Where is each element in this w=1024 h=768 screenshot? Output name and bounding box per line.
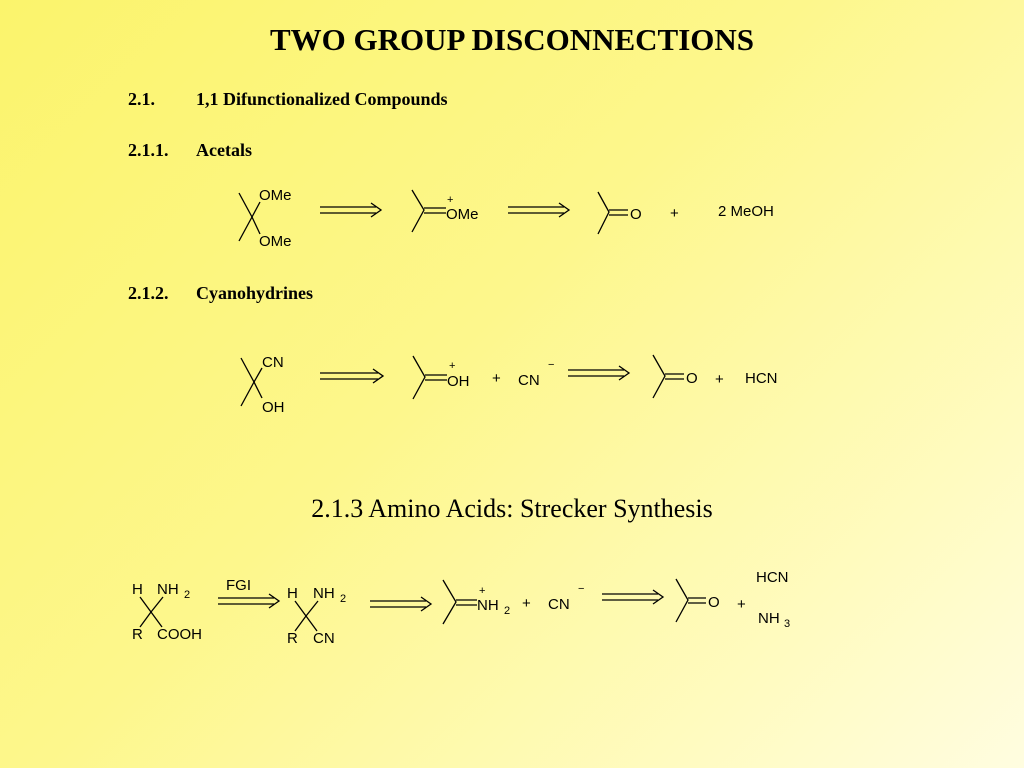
group-nh2: NH [313,585,335,602]
bond [675,578,689,623]
section-label: 1,1 Difunctionalized Compounds [196,89,448,109]
atom-h: H [132,581,143,598]
section-heading-acetals: 2.1.1. Acetals [128,140,428,164]
bond [253,381,263,399]
retro-arrow-icon [568,365,631,381]
atom-r: R [132,626,143,643]
negative-charge: − [578,583,584,595]
bond [652,354,666,399]
carbonyl-compound: O [597,191,642,235]
group-nh2: NH [157,581,179,598]
hydroxy-carbenium-ion: + OH [412,355,470,400]
group-oh: OH [447,373,470,390]
retro-arrow-icon [320,202,383,218]
bond [150,596,164,613]
subscript-2: 2 [504,605,510,617]
substituent-ome-top: OMe [259,187,292,204]
atom-o: O [708,594,720,611]
group-cooh: COOH [157,626,202,643]
section-heading-strecker: 2.1.3 Amino Acids: Strecker Synthesis [311,494,713,523]
aminonitrile-molecule: H NH 2 R CN [287,585,346,647]
bond [139,611,152,628]
substituent-oh: OH [262,399,285,416]
carbonyl-compound: O [652,354,698,399]
plus-sign: + [522,595,531,612]
section-label: Acetals [196,140,252,160]
fgi-label: FGI [226,577,251,594]
bond [442,579,457,625]
subscript-3: 3 [784,618,790,630]
plus-sign: + [715,371,724,388]
bond [251,201,261,218]
bond [238,192,253,218]
section-number: 2.1.1. [128,140,169,160]
slide-title: TWO GROUP DISCONNECTIONS [269,22,755,57]
cyanide-anion: CN [518,372,540,389]
byproduct-methanol: 2 MeOH [718,203,774,220]
group-nh2: NH [477,597,499,614]
bond [294,615,307,632]
reagent-hcn: HCN [756,569,789,586]
retro-arrow-icon [602,589,665,605]
retro-arrow-icon [320,368,385,384]
bond [305,615,318,632]
positive-charge: + [479,585,485,597]
bond [412,355,426,400]
retro-arrow-icon [508,202,571,218]
section-heading-cyanohydrines: 2.1.2. Cyanohydrines [128,283,428,307]
carbonyl-compound: O [675,578,720,623]
group-ome: OMe [446,206,479,223]
plus-sign: + [670,205,679,222]
bond [139,596,152,613]
subscript-2: 2 [184,589,190,601]
negative-charge: − [548,359,554,371]
atom-h: H [287,585,298,602]
substituent-ome-bottom: OMe [259,233,292,250]
scheme-strecker: H NH 2 R COOH FGI H NH 2 R CN [132,569,790,647]
bond [240,381,255,407]
oxocarbenium-ion: + OMe [411,189,479,233]
bond [240,357,255,383]
group-cn: CN [313,630,335,647]
section-number: 2.1.2. [128,283,169,303]
atom-r: R [287,630,298,647]
scheme-acetal: OMe OMe + OMe O + 2 MeOH [238,187,774,250]
section-number: 2.1. [128,89,155,109]
reagent-nh3: NH [758,610,780,627]
bond [597,191,610,235]
bond [305,600,319,617]
reagent-hcn: HCN [745,370,778,387]
bond [251,216,261,235]
acetal-molecule: OMe OMe [238,187,292,250]
amino-acid-molecule: H NH 2 R COOH [132,581,202,643]
atom-o: O [630,206,642,223]
bond [411,189,425,233]
positive-charge: + [447,194,453,206]
positive-charge: + [449,360,455,372]
plus-sign: + [737,596,746,613]
bond [253,367,263,383]
cyanide-anion: CN [548,596,570,613]
bond [150,611,163,628]
subscript-2: 2 [340,593,346,605]
atom-o: O [686,370,698,387]
iminium-ion: + NH 2 [442,579,510,625]
section-label: Cyanohydrines [196,283,314,303]
plus-sign: + [492,370,501,387]
scheme-cyanohydrin: CN OH + OH + CN − O + HCN [240,354,778,416]
bond [238,216,253,242]
retro-arrow-icon [218,593,281,609]
cyanohydrin-molecule: CN OH [240,354,285,416]
bond [294,600,307,617]
section-heading-difunctionalized: 2.1. 1,1 Difunctionalized Compounds [128,89,528,113]
substituent-cn: CN [262,354,284,371]
retro-arrow-icon [370,596,433,612]
